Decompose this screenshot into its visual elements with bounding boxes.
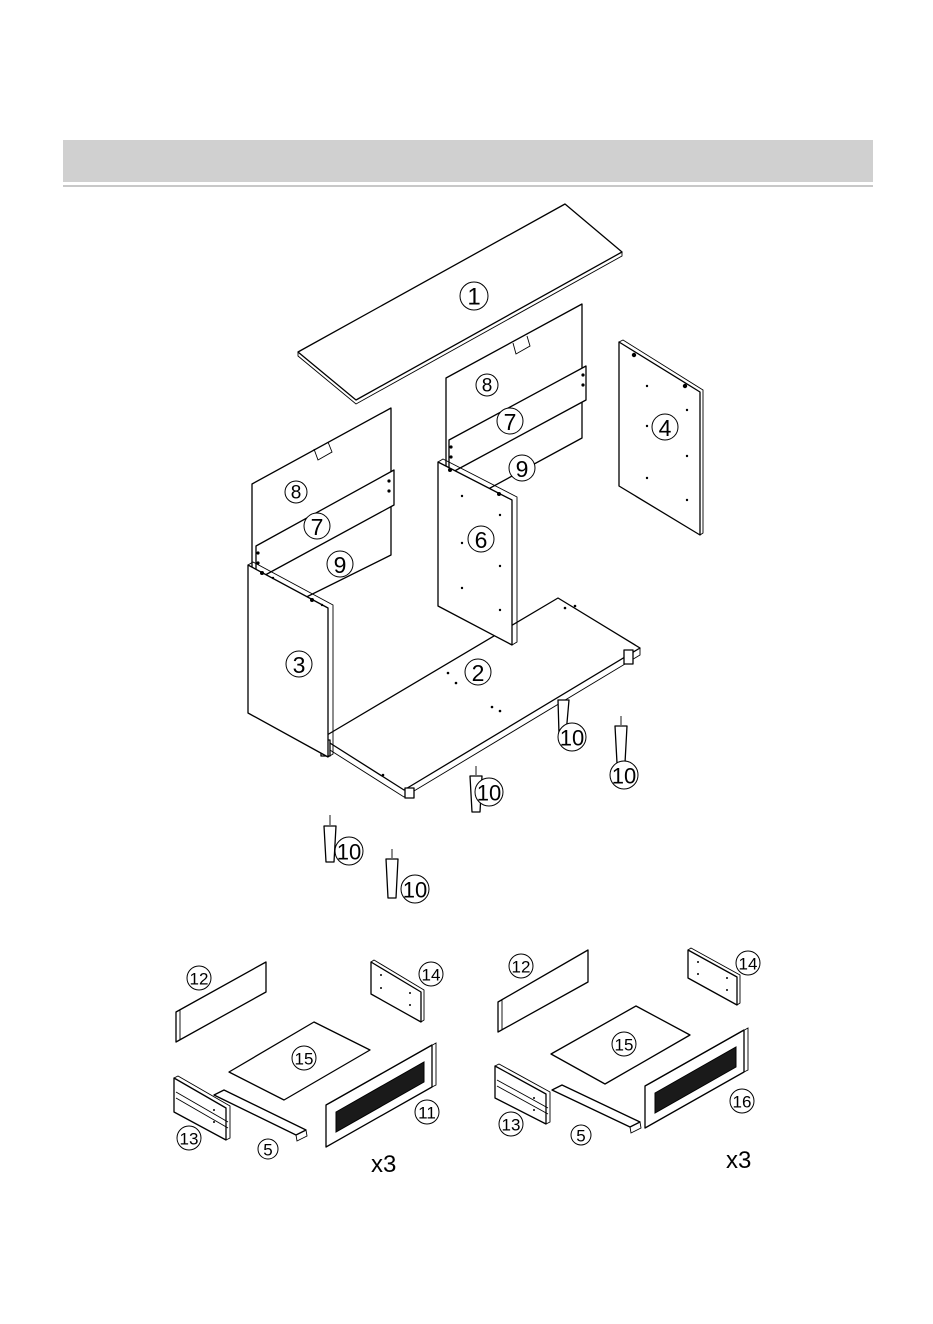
callout-drawer-a-11: 11 xyxy=(415,1100,439,1124)
callout-drawer-b-16: 16 xyxy=(730,1089,754,1113)
drawer-b-side-right xyxy=(688,948,740,1005)
drawer-b-rail xyxy=(552,1085,641,1133)
drawer-a-side-right xyxy=(371,960,424,1022)
label-part-10-c: 10 xyxy=(477,781,501,806)
label-part-8-left: 8 xyxy=(291,483,302,504)
quantity-drawer-b: x3 xyxy=(726,1147,751,1174)
callout-part-10-e: 10 xyxy=(610,761,638,789)
callout-drawer-a-12: 12 xyxy=(187,966,211,990)
label-drawer-a-12: 12 xyxy=(190,970,209,989)
callout-drawer-b-5: 5 xyxy=(571,1125,591,1146)
callout-part-6: 6 xyxy=(468,526,494,553)
callout-part-10-b: 10 xyxy=(401,875,429,903)
label-part-10-a: 10 xyxy=(337,840,361,865)
callout-drawer-b-14: 14 xyxy=(736,951,760,975)
callout-part-2: 2 xyxy=(465,659,491,686)
callout-part-10-d: 10 xyxy=(558,723,586,751)
callout-drawer-b-12: 12 xyxy=(509,954,533,978)
leg-e xyxy=(615,716,627,763)
label-part-10-d: 10 xyxy=(560,726,584,751)
label-part-9-right: 9 xyxy=(516,456,529,482)
callout-part-7-left: 7 xyxy=(304,513,330,540)
label-drawer-a-14: 14 xyxy=(422,966,441,985)
label-part-7-left: 7 xyxy=(311,514,324,540)
callout-part-3: 3 xyxy=(286,651,312,678)
callout-drawer-a-5: 5 xyxy=(258,1139,278,1160)
callout-drawer-a-13: 13 xyxy=(177,1126,201,1150)
label-drawer-a-13: 13 xyxy=(180,1130,199,1149)
label-part-8-right: 8 xyxy=(482,376,493,397)
callout-drawer-a-15: 15 xyxy=(292,1046,316,1070)
label-part-1: 1 xyxy=(467,284,480,311)
callout-part-8-left: 8 xyxy=(285,481,307,504)
leg-b xyxy=(386,849,398,898)
label-part-3: 3 xyxy=(293,652,306,678)
callout-drawer-b-13: 13 xyxy=(499,1112,523,1136)
callout-part-10-a: 10 xyxy=(335,837,363,865)
label-drawer-b-16: 16 xyxy=(733,1093,752,1112)
label-part-9-left: 9 xyxy=(334,552,347,578)
label-part-10-b: 10 xyxy=(403,878,427,903)
label-drawer-a-15: 15 xyxy=(295,1050,314,1069)
label-drawer-b-15: 15 xyxy=(615,1036,634,1055)
label-drawer-b-5: 5 xyxy=(576,1127,585,1146)
callout-part-10-c: 10 xyxy=(475,778,503,806)
label-part-10-e: 10 xyxy=(612,764,636,789)
callout-drawer-b-15: 15 xyxy=(612,1032,636,1056)
label-part-4: 4 xyxy=(659,415,672,441)
label-drawer-b-13: 13 xyxy=(502,1116,521,1135)
callout-part-4: 4 xyxy=(652,414,678,441)
label-part-6: 6 xyxy=(475,527,488,553)
callout-part-7-right: 7 xyxy=(497,408,523,435)
callout-part-1: 1 xyxy=(460,282,488,311)
leg-a xyxy=(324,815,336,862)
callout-part-9-left: 9 xyxy=(327,551,353,578)
label-drawer-a-11: 11 xyxy=(418,1104,436,1123)
label-part-2: 2 xyxy=(472,660,485,686)
label-drawer-a-5: 5 xyxy=(263,1141,272,1160)
callout-part-8-right: 8 xyxy=(476,374,498,397)
drawer-a-rail xyxy=(214,1090,307,1141)
callout-part-9-right: 9 xyxy=(509,455,535,482)
label-part-7-right: 7 xyxy=(504,409,517,435)
label-drawer-b-14: 14 xyxy=(739,955,758,974)
callout-drawer-a-14: 14 xyxy=(419,962,443,986)
label-drawer-b-12: 12 xyxy=(512,958,531,977)
quantity-drawer-a: x3 xyxy=(371,1151,396,1178)
